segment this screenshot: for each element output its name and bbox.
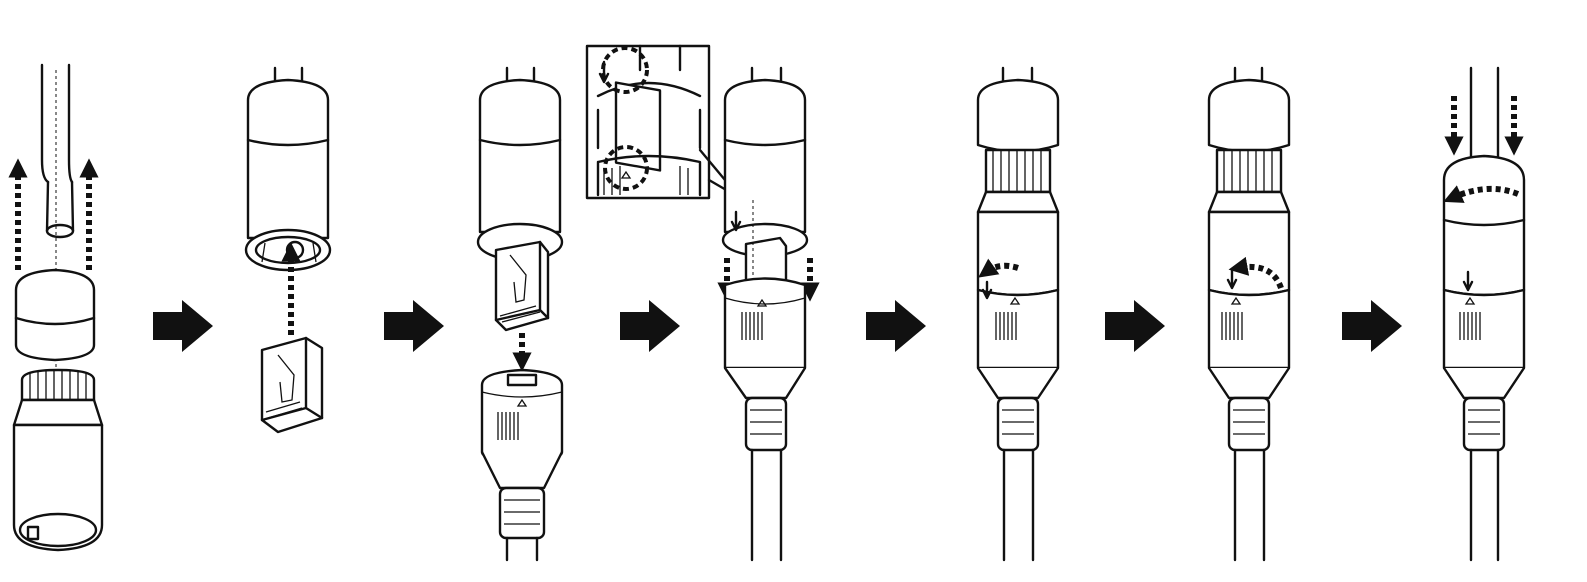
step-5 — [976, 66, 1060, 562]
right-arrow-icon — [620, 300, 680, 352]
rj45-plug — [260, 336, 324, 434]
slide-up-arrows — [8, 158, 99, 270]
rj45-plug — [494, 240, 550, 332]
rotate-arrow — [978, 258, 1019, 278]
step-7 — [1442, 66, 1526, 562]
threaded-sleeve — [12, 368, 104, 552]
step-2 — [244, 66, 332, 434]
step-3 — [476, 66, 564, 562]
push-down-arrows — [1444, 96, 1524, 156]
mating-jack — [480, 368, 564, 562]
assembled-connector — [1442, 154, 1526, 562]
right-arrow-icon — [153, 300, 213, 352]
connector-housing — [244, 78, 332, 272]
detail-inset — [585, 44, 742, 200]
assembled-connector — [1207, 78, 1291, 562]
connector-housing — [721, 78, 809, 306]
align-highlight-circle — [603, 145, 649, 191]
step-1 — [8, 63, 104, 552]
step-4 — [717, 66, 820, 562]
sealing-cap — [14, 268, 96, 362]
step-6 — [1207, 66, 1291, 562]
rotate-arrow — [1228, 256, 1284, 290]
connector-housing — [476, 78, 564, 262]
right-arrow-icon — [1105, 300, 1165, 352]
mating-jack — [723, 277, 807, 562]
cable-end — [40, 63, 75, 500]
right-arrow-icon — [384, 300, 444, 352]
right-arrow-icon — [866, 300, 926, 352]
assembled-connector — [976, 78, 1060, 562]
right-arrow-icon — [1342, 300, 1402, 352]
align-highlight-circle — [601, 46, 649, 94]
